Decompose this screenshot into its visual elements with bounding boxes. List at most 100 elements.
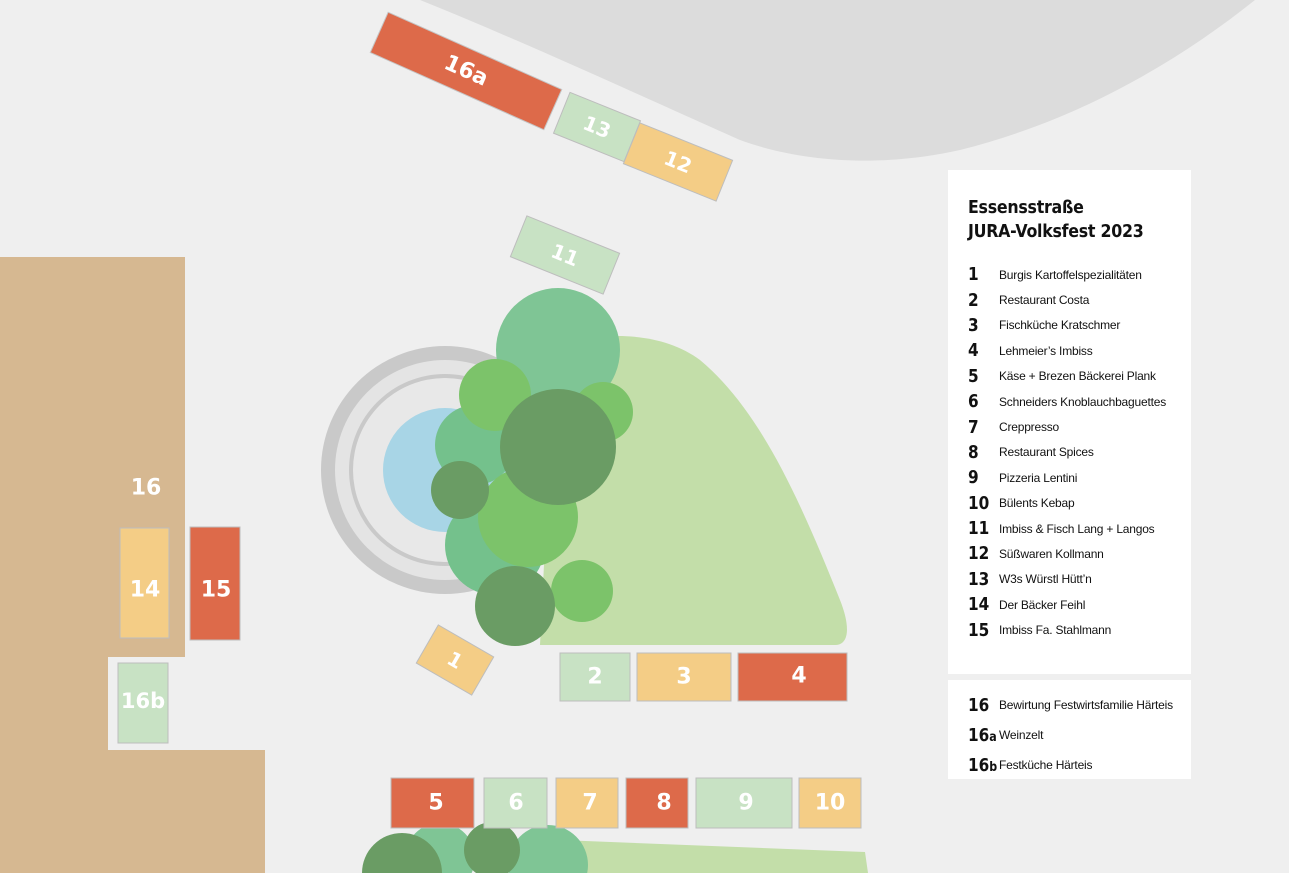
legend-title-line2: JURA-Volksfest 2023 <box>968 221 1144 242</box>
stall-11[interactable]: 11 <box>509 215 621 295</box>
legend-item-number: 8 <box>968 441 979 463</box>
legend-item-number: 15 <box>968 619 990 641</box>
legend-item-number: 16 <box>968 695 994 716</box>
legend-item-name: Weinzelt <box>999 728 1044 742</box>
legend-item-number: 16a <box>968 724 997 746</box>
legend-item-name: Festküche Härteis <box>999 758 1093 772</box>
legend-item: 12 Süßwaren Kollmann <box>968 541 1191 566</box>
legend-title-line1: Essensstraße <box>968 197 1084 218</box>
stall-16b[interactable]: 16b <box>117 662 169 744</box>
legend-item-number: 4 <box>968 340 979 362</box>
stall-7[interactable]: 7 <box>555 777 619 829</box>
legend-item-number: 11 <box>968 518 990 540</box>
legend-item: 6 Schneiders Knoblauchbaguettes <box>968 389 1191 414</box>
legend-panel: Essensstraße JURA-Volksfest 2023 1 Burgis… <box>948 170 1191 674</box>
legend-item: 13 W3s Würstl Hütt’n <box>968 567 1191 592</box>
stall-14[interactable]: 14 <box>119 527 170 639</box>
stall-label-4: 4 <box>791 664 806 689</box>
legend-item-name: Pizzeria Lentini <box>999 470 1078 485</box>
legend-item-number: 14 <box>968 594 990 616</box>
legend-item-number-main: 16 <box>968 754 990 776</box>
legend-item: 3 Fischküche Kratschmer <box>968 313 1191 338</box>
stall-10[interactable]: 10 <box>798 777 862 829</box>
stall-1[interactable]: 1 <box>415 624 495 696</box>
legend-item-name: Restaurant Spices <box>999 445 1094 460</box>
legend-item-name: Fischküche Kratschmer <box>999 318 1121 333</box>
stall-9[interactable]: 9 <box>695 777 793 829</box>
stall-label-14: 14 <box>130 578 161 603</box>
stall-5[interactable]: 5 <box>390 777 475 829</box>
legend-item-number: 2 <box>968 289 979 311</box>
legend-title: Essensstraße JURA-Volksfest 2023 <box>968 196 1164 244</box>
legend-item-number: 9 <box>968 467 979 489</box>
legend-item-number: 3 <box>968 314 979 336</box>
stall-2[interactable]: 2 <box>559 652 631 702</box>
legend-item-name: Creppresso <box>999 420 1060 435</box>
legend-item-name: W3s Würstl Hütt’n <box>999 572 1092 587</box>
legend-item: 9 Pizzeria Lentini <box>968 465 1191 490</box>
stall-label-3: 3 <box>676 665 691 690</box>
legend-item: 10 Bülents Kebap <box>968 491 1191 516</box>
stall-12[interactable]: 12 <box>622 122 734 202</box>
legend-item-name: Süßwaren Kollmann <box>999 546 1104 561</box>
legend-item-name: Burgis Kartoffelspezialitäten <box>999 267 1142 282</box>
legend-item: 7 Creppresso <box>968 414 1191 439</box>
legend-item-name: Bülents Kebap <box>999 496 1075 511</box>
legend-item: 15 Imbiss Fa. Stahlmann <box>968 617 1191 642</box>
legend-item-number: 16b <box>968 754 998 776</box>
stall-label-16b: 16b <box>121 689 165 713</box>
stall-label-2: 2 <box>587 665 602 690</box>
legend-item: 5 Käse + Brezen Bäckerei Plank <box>968 364 1191 389</box>
legend-item: 1 Burgis Kartoffelspezialitäten <box>968 262 1191 287</box>
legend-item: 4 Lehmeier’s Imbiss <box>968 338 1191 363</box>
legend-item: 16 Bewirtung Festwirtsfamilie Härteis <box>968 690 1191 720</box>
stall-4[interactable]: 4 <box>737 652 848 702</box>
stall-6[interactable]: 6 <box>483 777 548 829</box>
legend-item-number: 10 <box>968 492 990 514</box>
stall-3[interactable]: 3 <box>636 652 732 702</box>
legend-item-name: Bewirtung Festwirtsfamilie Härteis <box>999 698 1173 712</box>
legend-item-number: 13 <box>968 568 990 590</box>
stall-label-8: 8 <box>656 791 671 816</box>
stall-8[interactable]: 8 <box>625 777 689 829</box>
legend-item-number: 6 <box>968 391 979 413</box>
legend-item-number-suffix: a <box>989 729 997 745</box>
stall-15[interactable]: 15 <box>189 526 241 641</box>
stall-13[interactable]: 13 <box>552 91 642 163</box>
stall-16a[interactable]: 16a <box>369 11 563 131</box>
legend-item-number: 5 <box>968 365 979 387</box>
stall-label-15: 15 <box>201 578 232 603</box>
stall-label-9: 9 <box>738 791 753 816</box>
legend-item: 2 Restaurant Costa <box>968 287 1191 312</box>
legend-item: 14 Der Bäcker Feihl <box>968 592 1191 617</box>
legend-item-number: 7 <box>968 416 979 438</box>
legend-item-name: Der Bäcker Feihl <box>999 597 1086 612</box>
legend-item-name: Lehmeier’s Imbiss <box>999 343 1093 358</box>
stall-label-5: 5 <box>428 791 443 816</box>
tree-cluster-bottom <box>362 822 588 873</box>
legend-item-number-main: 16 <box>968 724 990 746</box>
legend-item-name: Imbiss & Fisch Lang + Langos <box>999 521 1155 536</box>
legend-item-name: Schneiders Knoblauchbaguettes <box>999 394 1166 409</box>
paved-area <box>420 0 1255 161</box>
legend-item: 11 Imbiss & Fisch Lang + Langos <box>968 516 1191 541</box>
legend-item-number-suffix: b <box>989 759 998 775</box>
legend-item-name: Restaurant Costa <box>999 293 1090 308</box>
legend-item-name: Käse + Brezen Bäckerei Plank <box>999 369 1156 384</box>
stall-label-7: 7 <box>582 791 597 816</box>
stall-label-10: 10 <box>815 791 846 816</box>
stall-label-6: 6 <box>508 791 523 816</box>
legend-item: 8 Restaurant Spices <box>968 440 1191 465</box>
stall-label-16: 16 <box>131 476 162 501</box>
legend-item-name: Imbiss Fa. Stahlmann <box>999 623 1112 638</box>
legend-item-number: 1 <box>968 264 979 286</box>
tree-cluster <box>431 288 633 646</box>
legend-item-number-main: 16 <box>968 694 990 716</box>
legend-item-number: 12 <box>968 543 990 565</box>
